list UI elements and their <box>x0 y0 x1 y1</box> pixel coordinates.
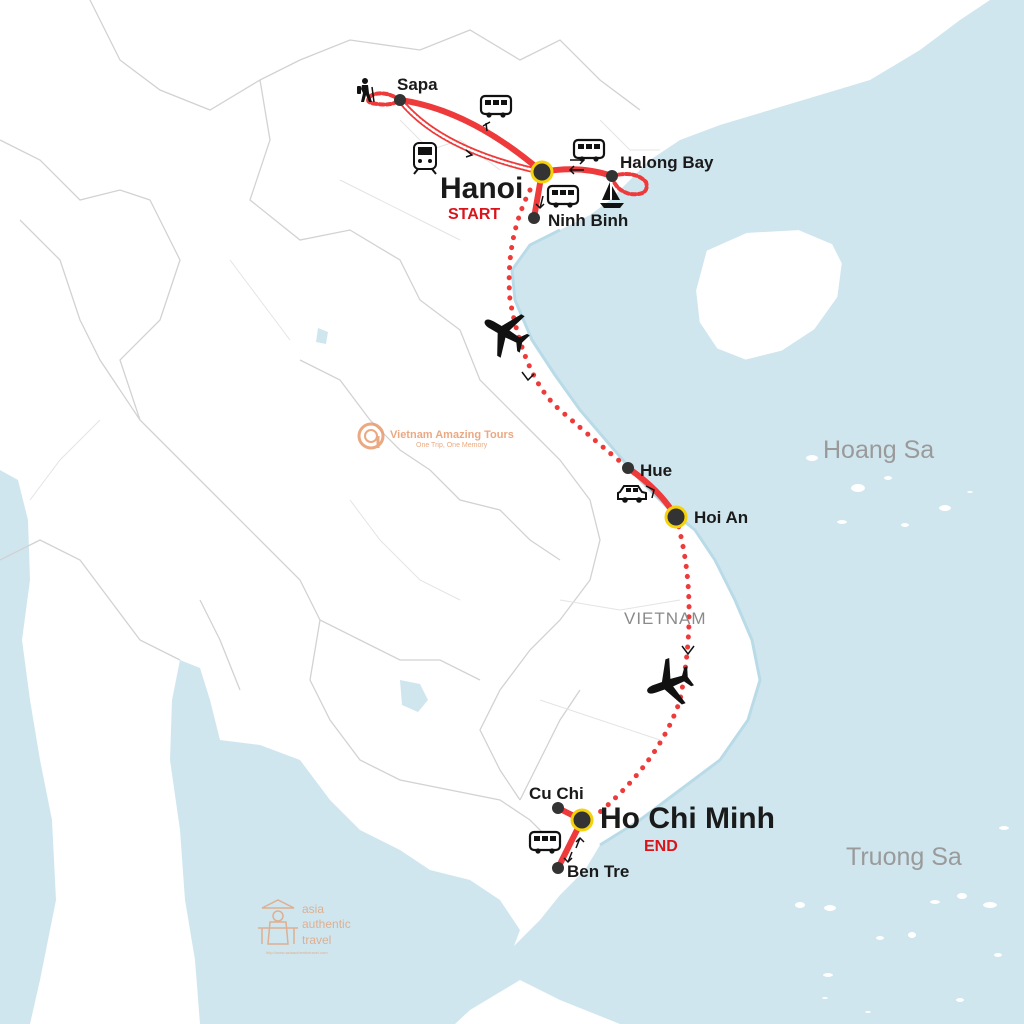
label-hcm: Ho Chi Minh <box>600 802 775 835</box>
marker-hue[interactable] <box>622 462 634 474</box>
marker-hanoi[interactable] <box>530 160 554 184</box>
label-hoian: Hoi An <box>694 508 748 527</box>
traveler-logo-icon <box>258 899 298 945</box>
label-end: END <box>644 838 678 855</box>
label-bentre: Ben Tre <box>567 862 629 881</box>
label-halong: Halong Bay <box>620 153 714 172</box>
car-icon <box>617 485 647 503</box>
watermark-vat-tagline: One Trip, One Memory <box>416 442 488 449</box>
train-icon <box>413 142 437 175</box>
label-hanoi: Hanoi <box>440 172 523 205</box>
marker-halong[interactable] <box>606 170 618 182</box>
western-water <box>0 328 520 1024</box>
direction-arrows <box>465 121 695 864</box>
marker-cuchi[interactable] <box>552 802 564 814</box>
marker-bentre[interactable] <box>552 862 564 874</box>
marker-sapa[interactable] <box>394 94 406 106</box>
paracel-islands <box>800 449 979 533</box>
marker-hoian[interactable] <box>664 505 688 529</box>
boat-icon <box>600 182 624 208</box>
city-markers <box>394 94 688 874</box>
watermark-asia-authentic-travel: asia authentic travel http://www.asiaaut… <box>258 899 351 955</box>
marker-ninhbinh[interactable] <box>528 212 540 224</box>
hainan-island <box>679 213 859 377</box>
watermark-aat-line3: travel <box>302 933 331 947</box>
watermark-aat-line1: asia <box>302 902 324 916</box>
label-sapa: Sapa <box>397 75 438 94</box>
label-ninhbinh: Ninh Binh <box>548 211 628 230</box>
hiker-icon <box>357 78 375 103</box>
bus-icon <box>479 94 513 119</box>
label-hue: Hue <box>640 461 672 480</box>
watermark-aat-url: http://www.asiaauthentictravel.com <box>266 950 328 955</box>
label-cuchi: Cu Chi <box>529 784 584 803</box>
watermark-aat-line2: authentic <box>302 917 351 931</box>
label-paracel: Hoang Sa <box>823 436 934 464</box>
bus-icon <box>572 138 606 163</box>
label-country: VIETNAM <box>624 609 707 628</box>
watermark-vat-title: Vietnam Amazing Tours <box>390 429 514 441</box>
bus-icon <box>546 184 580 209</box>
spratly-islands <box>789 820 1015 1019</box>
country-borders <box>0 0 641 846</box>
marker-hcm[interactable] <box>570 808 594 832</box>
bus-icon <box>528 830 562 855</box>
watermark-vietnam-amazing-tours: Vietnam Amazing Tours One Trip, One Memo… <box>357 422 514 450</box>
label-start: START <box>448 206 500 223</box>
label-spratly: Truong Sa <box>846 843 962 871</box>
